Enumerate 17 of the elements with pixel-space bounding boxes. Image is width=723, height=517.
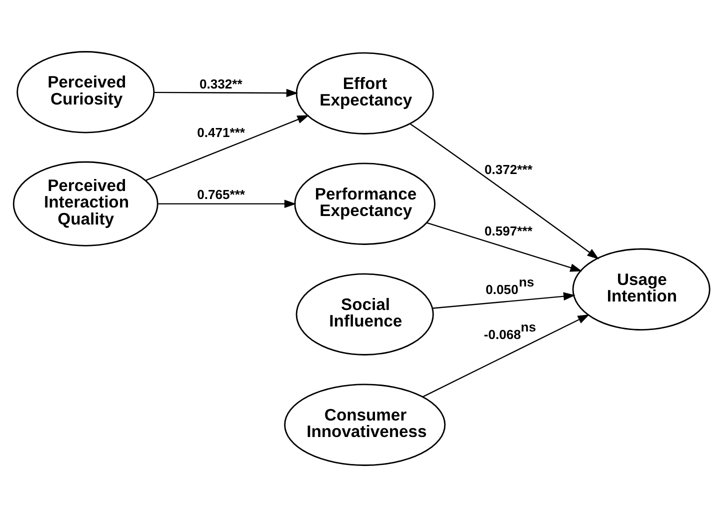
node-ellipse: Perceived Interaction Quality <box>12 161 158 246</box>
node-ellipse: Social Influence <box>296 273 434 356</box>
node-ellipse: Consumer Innovativeness <box>284 384 446 466</box>
arrow <box>146 115 310 181</box>
arrow <box>432 292 576 309</box>
node-ellipse: Perceived Curiosity <box>16 51 155 134</box>
arrow <box>154 88 298 98</box>
node-ellipse: Performance Expectancy <box>294 162 436 245</box>
arrow <box>426 222 582 272</box>
edge-label: 0.332** <box>199 76 242 92</box>
arrow <box>422 314 590 398</box>
edge-label: 0.765*** <box>197 186 246 202</box>
edge-label: 0.471*** <box>197 125 246 140</box>
edge-label: 0.372*** <box>484 162 532 177</box>
arrow <box>158 200 296 208</box>
arrow <box>410 123 600 260</box>
edge-label: 0.597*** <box>484 224 532 239</box>
